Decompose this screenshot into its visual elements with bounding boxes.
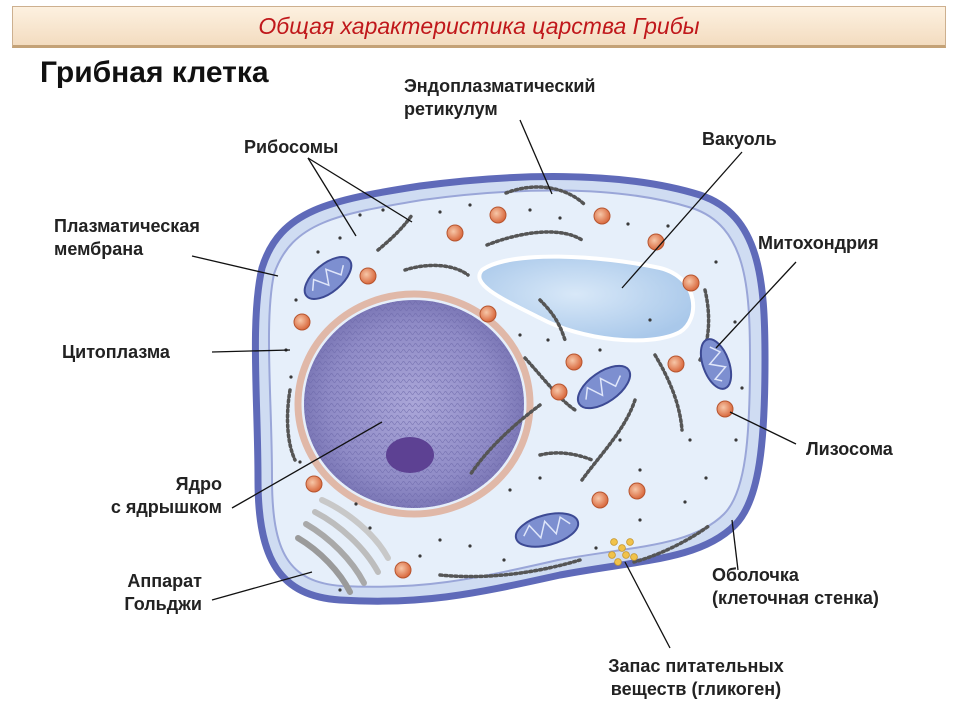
label-cytoplasm: Цитоплазма	[62, 342, 170, 362]
nucleolus	[386, 437, 434, 473]
label-lysosome: Лизосома	[806, 439, 893, 459]
label-vacuole: Вакуоль	[702, 129, 777, 149]
nuclear-envelope	[294, 290, 534, 518]
header-bar: Общая характеристика царства Грибы	[12, 6, 946, 48]
label-cell-wall: Оболочка (клеточная стенка)	[712, 565, 879, 608]
label-ribosomes: Рибосомы	[244, 137, 339, 157]
label-er: Эндоплазматический ретикулум	[404, 76, 596, 119]
lysosomes	[293, 206, 734, 579]
label-mitochondria: Митохондрия	[758, 233, 879, 253]
vacuole	[477, 254, 695, 343]
glycogen-granules	[608, 538, 638, 566]
header-title: Общая характеристика царства Грибы	[258, 12, 700, 39]
ribosomes	[284, 203, 744, 592]
leader-lines	[191, 119, 797, 649]
mitochondria-group	[303, 256, 733, 548]
diagram-title: Грибная клетка	[40, 56, 269, 89]
label-nucleus: Ядро с ядрышком	[110, 474, 222, 517]
label-glycogen: Запас питательных веществ (гликоген)	[608, 656, 784, 699]
golgi-apparatus	[295, 497, 391, 595]
label-golgi: Аппарат Гольджи	[124, 571, 202, 614]
label-plasma-membrane: Плазматическая мембрана	[54, 216, 200, 259]
